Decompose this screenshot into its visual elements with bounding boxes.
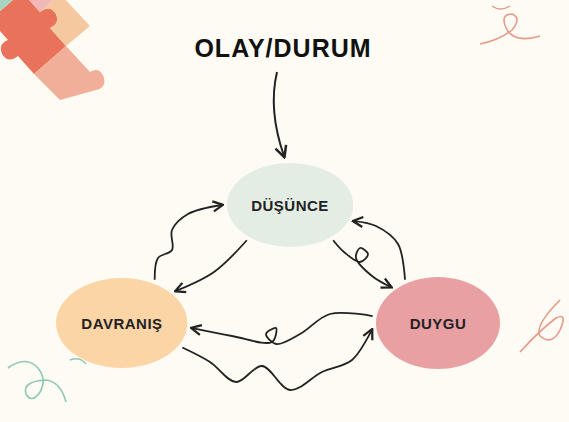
arrow-connector bbox=[354, 221, 405, 280]
node-label: DUYGU bbox=[410, 315, 467, 332]
arrow-connector bbox=[333, 240, 390, 287]
arrow-connector bbox=[192, 313, 372, 344]
swirl bbox=[520, 300, 563, 352]
swirl bbox=[8, 361, 66, 402]
puzzle-pieces bbox=[0, 0, 104, 100]
title: OLAY/DURUM bbox=[194, 34, 371, 63]
behavior-ellipse: DAVRANIŞ bbox=[56, 278, 187, 368]
node-label: DAVRANIŞ bbox=[81, 315, 162, 332]
arrow-connector bbox=[182, 330, 371, 390]
emotion-ellipse: DUYGU bbox=[376, 277, 500, 369]
thought-ellipse: DÜŞÜNCE bbox=[227, 163, 353, 247]
arrow-connector bbox=[155, 205, 222, 280]
swirl bbox=[480, 14, 540, 44]
title-arrow bbox=[274, 72, 284, 156]
swirl bbox=[492, 6, 510, 9]
arrow-connector bbox=[176, 240, 247, 291]
node-label: DÜŞÜNCE bbox=[251, 197, 329, 214]
